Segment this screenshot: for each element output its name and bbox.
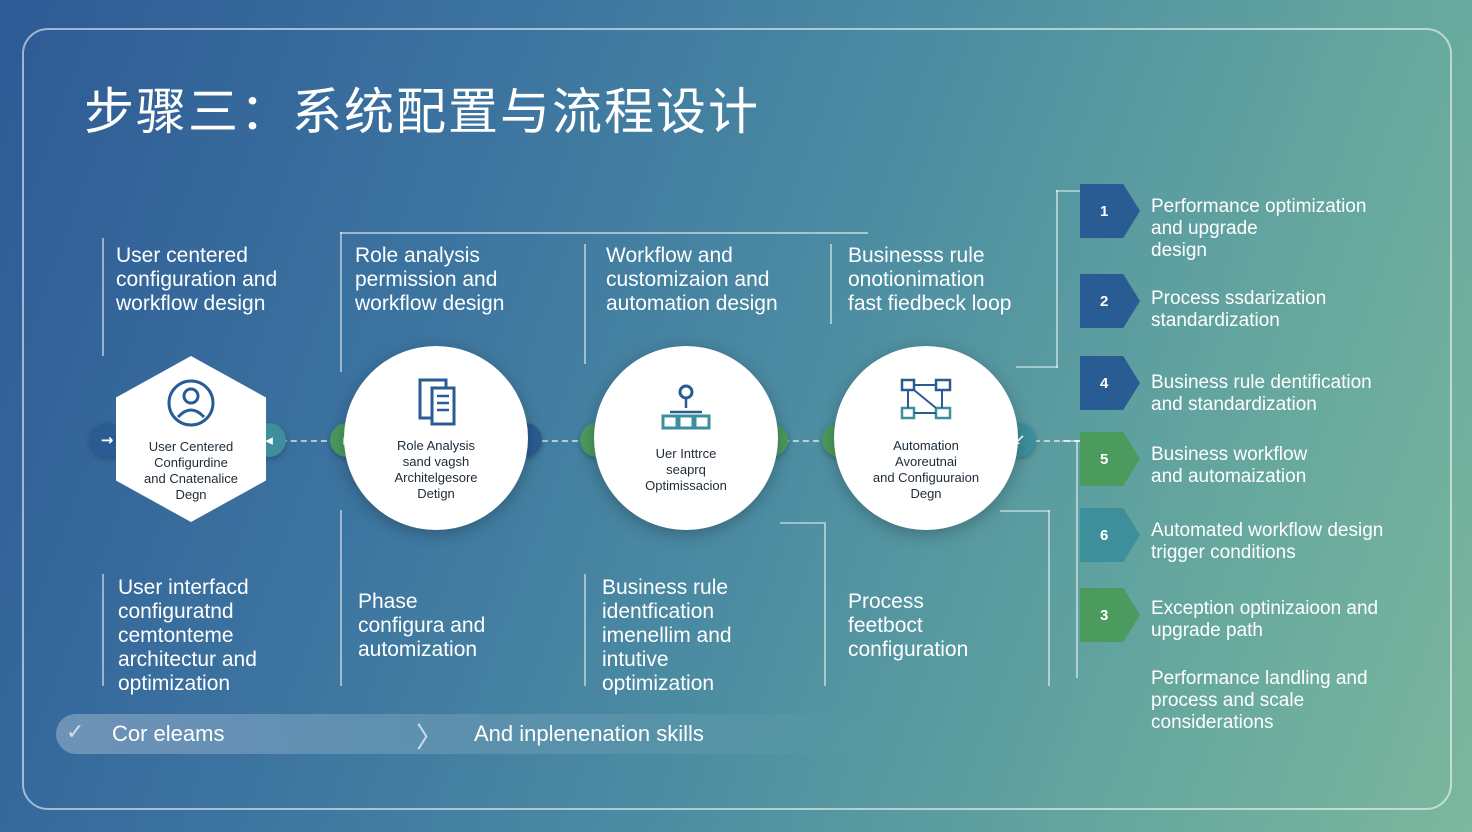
node-ui-optimization: Uer Inttrce seaprq Optimissacion (594, 346, 778, 530)
step-text-4: Business workflow and automaization (1151, 444, 1308, 487)
flow-diagram-icon (900, 378, 952, 420)
divider-line (102, 238, 104, 356)
divider-line (1048, 510, 1050, 686)
connector-line (1000, 510, 1050, 512)
step-text-1: Performance optimization and upgrade des… (1151, 196, 1367, 261)
hierarchy-icon (661, 384, 711, 430)
slide-title: 步骤三：系统配置与流程设计 (84, 83, 760, 141)
user-icon (167, 379, 215, 427)
step-text-3: Business rule dentification and standard… (1151, 372, 1372, 415)
footer-left-text: Cor eleams (112, 721, 225, 746)
top-text-3: Workflow and customizaion and automation… (606, 244, 778, 315)
bracket-line (1056, 190, 1084, 192)
top-text-1: User centered configuration and workflow… (116, 244, 278, 315)
footer-right-text: And inplenenation skills (474, 721, 704, 746)
chevron-right-icon: 〉 (416, 721, 445, 754)
node-automation: Automation Avoreutnai and Configuuraion … (834, 346, 1018, 530)
step-text-2: Process ssdarization standardization (1151, 288, 1327, 331)
bottom-text-3: Business rule identfication imenellim an… (602, 576, 732, 695)
document-icon (418, 378, 456, 426)
bottom-text-2: Phase configura and automization (358, 590, 486, 661)
divider-line (102, 574, 104, 686)
divider-line (824, 524, 826, 686)
top-rule (340, 232, 868, 234)
final-text: Performance landling and process and sca… (1151, 668, 1368, 733)
step-text-5: Automated workflow design trigger condit… (1151, 520, 1384, 563)
node-label: Automation Avoreutnai and Configuuraion … (872, 438, 980, 501)
bottom-text-4: Process feetboct configuration (848, 590, 969, 661)
divider-line (584, 244, 586, 364)
node-label: Role Analysis sand vagsh Architelgesore … (394, 438, 478, 501)
bracket-line (1016, 366, 1058, 368)
node-label: Uer Inttrce seaprq Optimissacion (645, 446, 727, 493)
divider-line (340, 232, 342, 372)
bottom-text-1: User interfacd configuratnd cemtonteme a… (118, 576, 257, 695)
node-role-analysis: Role Analysis sand vagsh Architelgesore … (344, 346, 528, 530)
bracket-line (1076, 440, 1078, 678)
bracket-line (1056, 190, 1058, 368)
top-text-4: Businesss rule onotionimation fast fiedb… (848, 244, 1012, 315)
divider-line (340, 510, 342, 686)
bracket-line (1062, 440, 1080, 442)
step-text-6: Exception optinizaioon and upgrade path (1151, 598, 1379, 641)
divider-line (584, 574, 586, 686)
slide-frame (22, 28, 1452, 810)
footer-bar: ✓ Cor eleams 〉 And inplenenation skills (56, 714, 876, 754)
check-icon: ✓ (66, 720, 85, 745)
connector-line (780, 522, 826, 524)
node-label: User Centered Configurdine and Cnatenali… (144, 439, 238, 502)
top-text-2: Role analysis permission and workflow de… (355, 244, 505, 315)
divider-line (830, 244, 832, 324)
